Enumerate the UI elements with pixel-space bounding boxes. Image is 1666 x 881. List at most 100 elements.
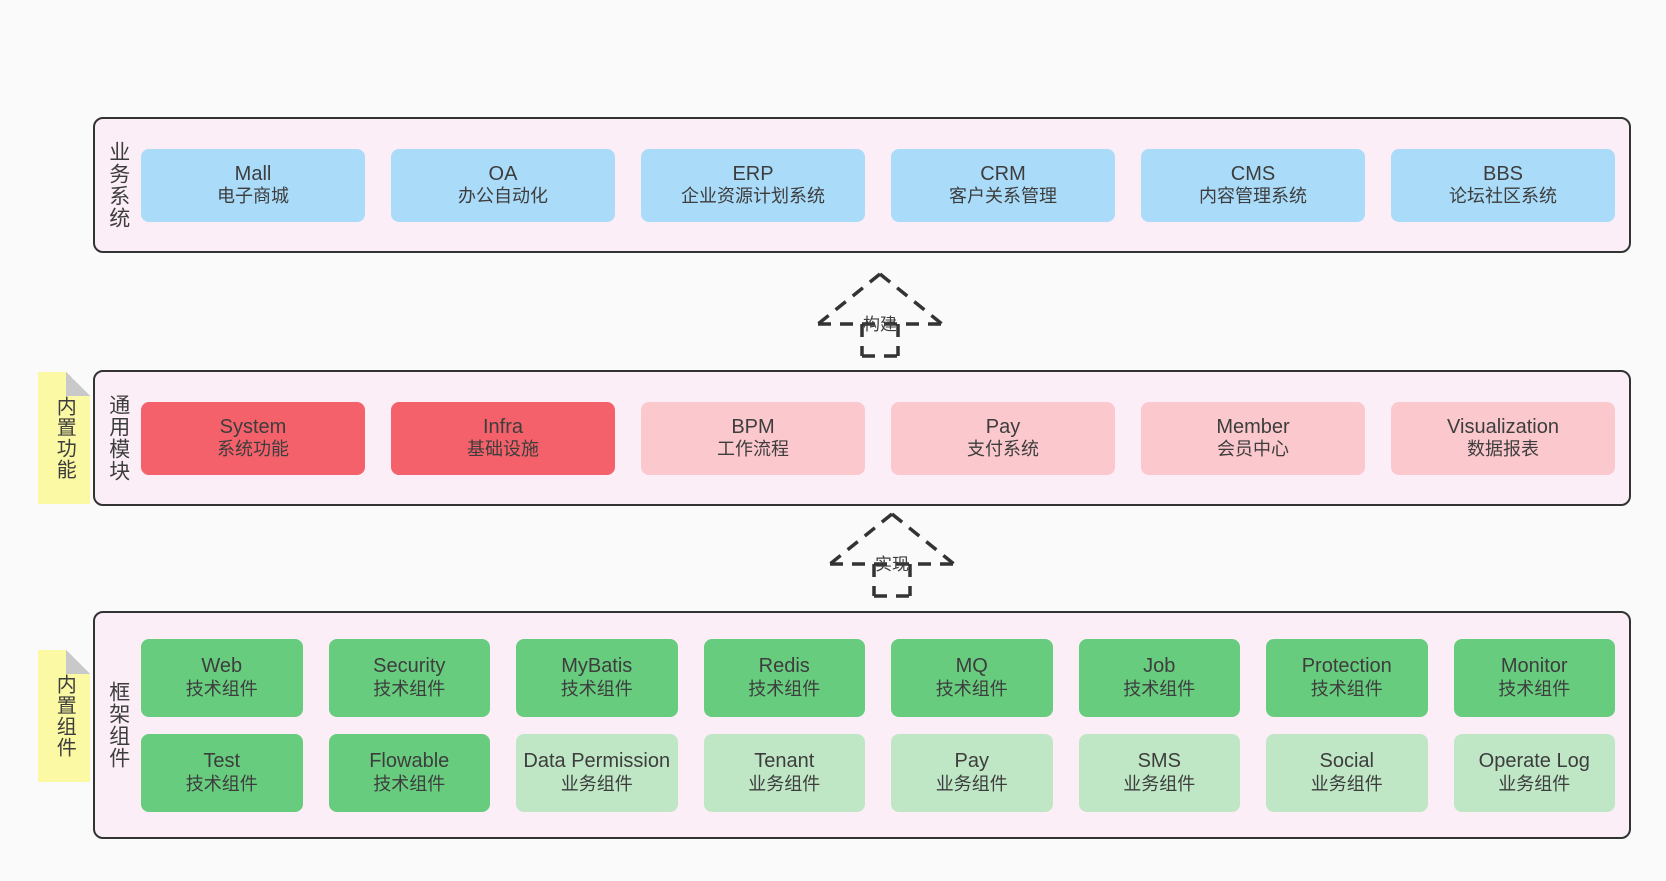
node-title: MyBatis: [561, 655, 633, 678]
node-cms[interactable]: CMS 内容管理系统: [1141, 148, 1365, 222]
node-data-permission[interactable]: Data Permission 业务组件: [516, 733, 678, 812]
node-redis[interactable]: Redis 技术组件: [703, 638, 865, 717]
layer-business-system: 业务系统 Mall 电子商城 OA 办公自动化 ERP 企业资源计划系统 CRM…: [93, 117, 1631, 253]
node-subtitle: 企业资源计划系统: [681, 186, 825, 207]
node-title: Protection: [1301, 655, 1392, 678]
node-monitor[interactable]: Monitor 技术组件: [1453, 638, 1615, 717]
node-social[interactable]: Social 业务组件: [1266, 733, 1428, 812]
node-title: CRM: [980, 162, 1026, 185]
node-subtitle: 业务组件: [1123, 773, 1196, 794]
node-oa[interactable]: OA 办公自动化: [391, 148, 615, 222]
node-subtitle: 技术组件: [1498, 678, 1571, 699]
node-title: BBS: [1482, 162, 1524, 185]
node-flowable[interactable]: Flowable 技术组件: [328, 733, 490, 812]
node-title: Tenant: [754, 750, 815, 773]
node-title: Member: [1216, 415, 1290, 438]
node-subtitle: 技术组件: [560, 678, 633, 699]
node-title: Visualization: [1447, 415, 1559, 438]
node-mq[interactable]: MQ 技术组件: [891, 638, 1053, 717]
node-pay-module[interactable]: Pay 支付系统: [891, 401, 1115, 475]
connector-implement: 实现: [812, 508, 972, 598]
layer-caption-framework-component: 框架组件: [106, 681, 130, 769]
node-subtitle: 业务组件: [1498, 773, 1571, 794]
layer-caption-common-module: 通用模块: [106, 394, 130, 482]
node-subtitle: 技术组件: [185, 773, 258, 794]
node-subtitle: 技术组件: [185, 678, 258, 699]
node-protection[interactable]: Protection 技术组件: [1266, 638, 1428, 717]
node-title: Pay: [985, 415, 1021, 438]
node-row: System 系统功能 Infra 基础设施 BPM 工作流程 Pay 支付系统…: [141, 401, 1615, 475]
node-subtitle: 技术组件: [373, 678, 446, 699]
node-title: Redis: [758, 655, 810, 678]
node-web[interactable]: Web 技术组件: [141, 638, 303, 717]
connector-implement-label: 实现: [875, 555, 909, 574]
layer-framework-component: 框架组件 Web 技术组件 Security 技术组件 MyBatis 技术组件…: [93, 611, 1631, 839]
node-mybatis[interactable]: MyBatis 技术组件: [516, 638, 678, 717]
node-sms[interactable]: SMS 业务组件: [1078, 733, 1240, 812]
node-title: Monitor: [1500, 655, 1568, 678]
node-subtitle: 业务组件: [935, 773, 1008, 794]
node-member[interactable]: Member 会员中心: [1141, 401, 1365, 475]
node-visualization[interactable]: Visualization 数据报表: [1391, 401, 1615, 475]
node-bpm[interactable]: BPM 工作流程: [641, 401, 865, 475]
node-title: Social: [1319, 750, 1374, 773]
node-tenant[interactable]: Tenant 业务组件: [703, 733, 865, 812]
node-title: Infra: [482, 415, 524, 438]
layer-common-module: 通用模块 System 系统功能 Infra 基础设施 BPM 工作流程 Pay…: [93, 370, 1631, 506]
node-subtitle: 技术组件: [748, 678, 821, 699]
node-subtitle: 会员中心: [1217, 439, 1289, 460]
node-title: MQ: [955, 655, 988, 678]
node-title: Test: [203, 750, 241, 773]
node-crm[interactable]: CRM 客户关系管理: [891, 148, 1115, 222]
node-title: OA: [488, 162, 518, 185]
node-title: Mall: [234, 162, 272, 185]
node-job[interactable]: Job 技术组件: [1078, 638, 1240, 717]
node-bbs[interactable]: BBS 论坛社区系统: [1391, 148, 1615, 222]
node-subtitle: 内容管理系统: [1199, 186, 1307, 207]
node-subtitle: 电子商城: [217, 186, 289, 207]
node-subtitle: 业务组件: [560, 773, 633, 794]
node-subtitle: 技术组件: [1310, 678, 1383, 699]
layer-body-common-module: System 系统功能 Infra 基础设施 BPM 工作流程 Pay 支付系统…: [141, 372, 1629, 504]
node-subtitle: 支付系统: [967, 439, 1039, 460]
node-subtitle: 客户关系管理: [949, 186, 1057, 207]
node-title: Security: [373, 655, 446, 678]
node-erp[interactable]: ERP 企业资源计划系统: [641, 148, 865, 222]
node-subtitle: 业务组件: [1310, 773, 1383, 794]
connector-build: 构建: [800, 268, 960, 358]
node-test[interactable]: Test 技术组件: [141, 733, 303, 812]
node-subtitle: 技术组件: [1123, 678, 1196, 699]
node-subtitle: 系统功能: [217, 439, 289, 460]
node-subtitle: 技术组件: [373, 773, 446, 794]
node-subtitle: 论坛社区系统: [1449, 186, 1557, 207]
dashed-hollow-arrow-icon: [816, 272, 944, 358]
note-builtin-component: 内置组件: [38, 650, 90, 782]
node-pay-component[interactable]: Pay 业务组件: [891, 733, 1053, 812]
node-row: Web 技术组件 Security 技术组件 MyBatis 技术组件 Redi…: [141, 638, 1615, 717]
node-mall[interactable]: Mall 电子商城: [141, 148, 365, 222]
node-subtitle: 业务组件: [748, 773, 821, 794]
node-subtitle: 工作流程: [717, 439, 789, 460]
node-title: Data Permission: [523, 750, 671, 773]
node-subtitle: 基础设施: [467, 439, 539, 460]
node-title: Pay: [954, 750, 989, 773]
node-row: Mall 电子商城 OA 办公自动化 ERP 企业资源计划系统 CRM 客户关系…: [141, 148, 1615, 222]
dashed-hollow-arrow-icon: [828, 512, 956, 598]
node-operate-log[interactable]: Operate Log 业务组件: [1453, 733, 1615, 812]
node-title: CMS: [1230, 162, 1276, 185]
node-title: ERP: [732, 162, 774, 185]
node-title: BPM: [731, 415, 775, 438]
layer-body-framework-component: Web 技术组件 Security 技术组件 MyBatis 技术组件 Redi…: [141, 613, 1629, 837]
node-infra[interactable]: Infra 基础设施: [391, 401, 615, 475]
node-security[interactable]: Security 技术组件: [328, 638, 490, 717]
node-system[interactable]: System 系统功能: [141, 401, 365, 475]
connector-build-label: 构建: [863, 315, 897, 334]
layer-body-business-system: Mall 电子商城 OA 办公自动化 ERP 企业资源计划系统 CRM 客户关系…: [141, 119, 1629, 251]
node-title: Operate Log: [1478, 750, 1590, 773]
node-row: Test 技术组件 Flowable 技术组件 Data Permission …: [141, 733, 1615, 812]
node-subtitle: 办公自动化: [458, 186, 548, 207]
layer-caption-business-system: 业务系统: [106, 141, 130, 229]
node-subtitle: 技术组件: [935, 678, 1008, 699]
node-title: Job: [1143, 655, 1176, 678]
